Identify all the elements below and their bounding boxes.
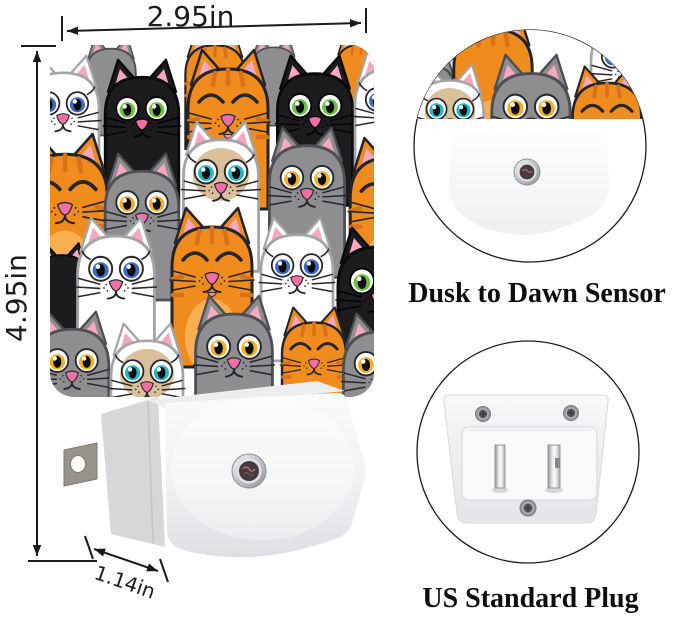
width-dimension-label: 2.95in [146,0,235,33]
plug-prongs [494,444,561,489]
detail-circle-sensor [413,29,647,263]
cat [192,294,276,397]
height-dimension-label: 4.95in [0,254,33,342]
us-plug-caption: US Standard Plug [422,583,639,614]
cat [340,312,374,397]
plug-width-dimension-arrow [84,535,169,583]
height-dimension-arrow [21,45,97,562]
cat-pattern-cover [50,45,374,397]
dusk-to-dawn-caption: Dusk to Dawn Sensor [408,278,666,309]
cat [490,53,572,119]
light-sensor [231,453,267,489]
light-sensor [513,158,541,186]
cat [102,152,182,302]
cat [415,63,485,119]
detail-circle-plug [416,340,640,564]
night-light-body [63,381,366,558]
screw [475,406,491,422]
cat [108,322,186,397]
cat [50,310,112,397]
cat [279,306,349,397]
screw [563,405,579,421]
width-dimension-arrow [61,8,367,41]
screw [519,499,537,517]
